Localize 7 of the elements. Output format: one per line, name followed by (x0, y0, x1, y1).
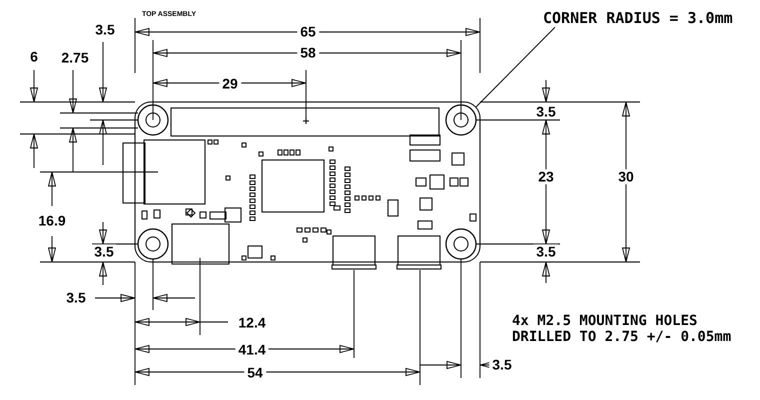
dimension-label: 54 (244, 365, 266, 381)
leader-line (476, 26, 556, 108)
dimension-label: 29 (219, 76, 241, 92)
dimension-label: 58 (297, 45, 319, 61)
callout-text: CORNER RADIUS = 3.0mm (543, 10, 733, 28)
circuit-board-drawing (122, 102, 480, 270)
dimension-label: 65 (297, 24, 319, 40)
